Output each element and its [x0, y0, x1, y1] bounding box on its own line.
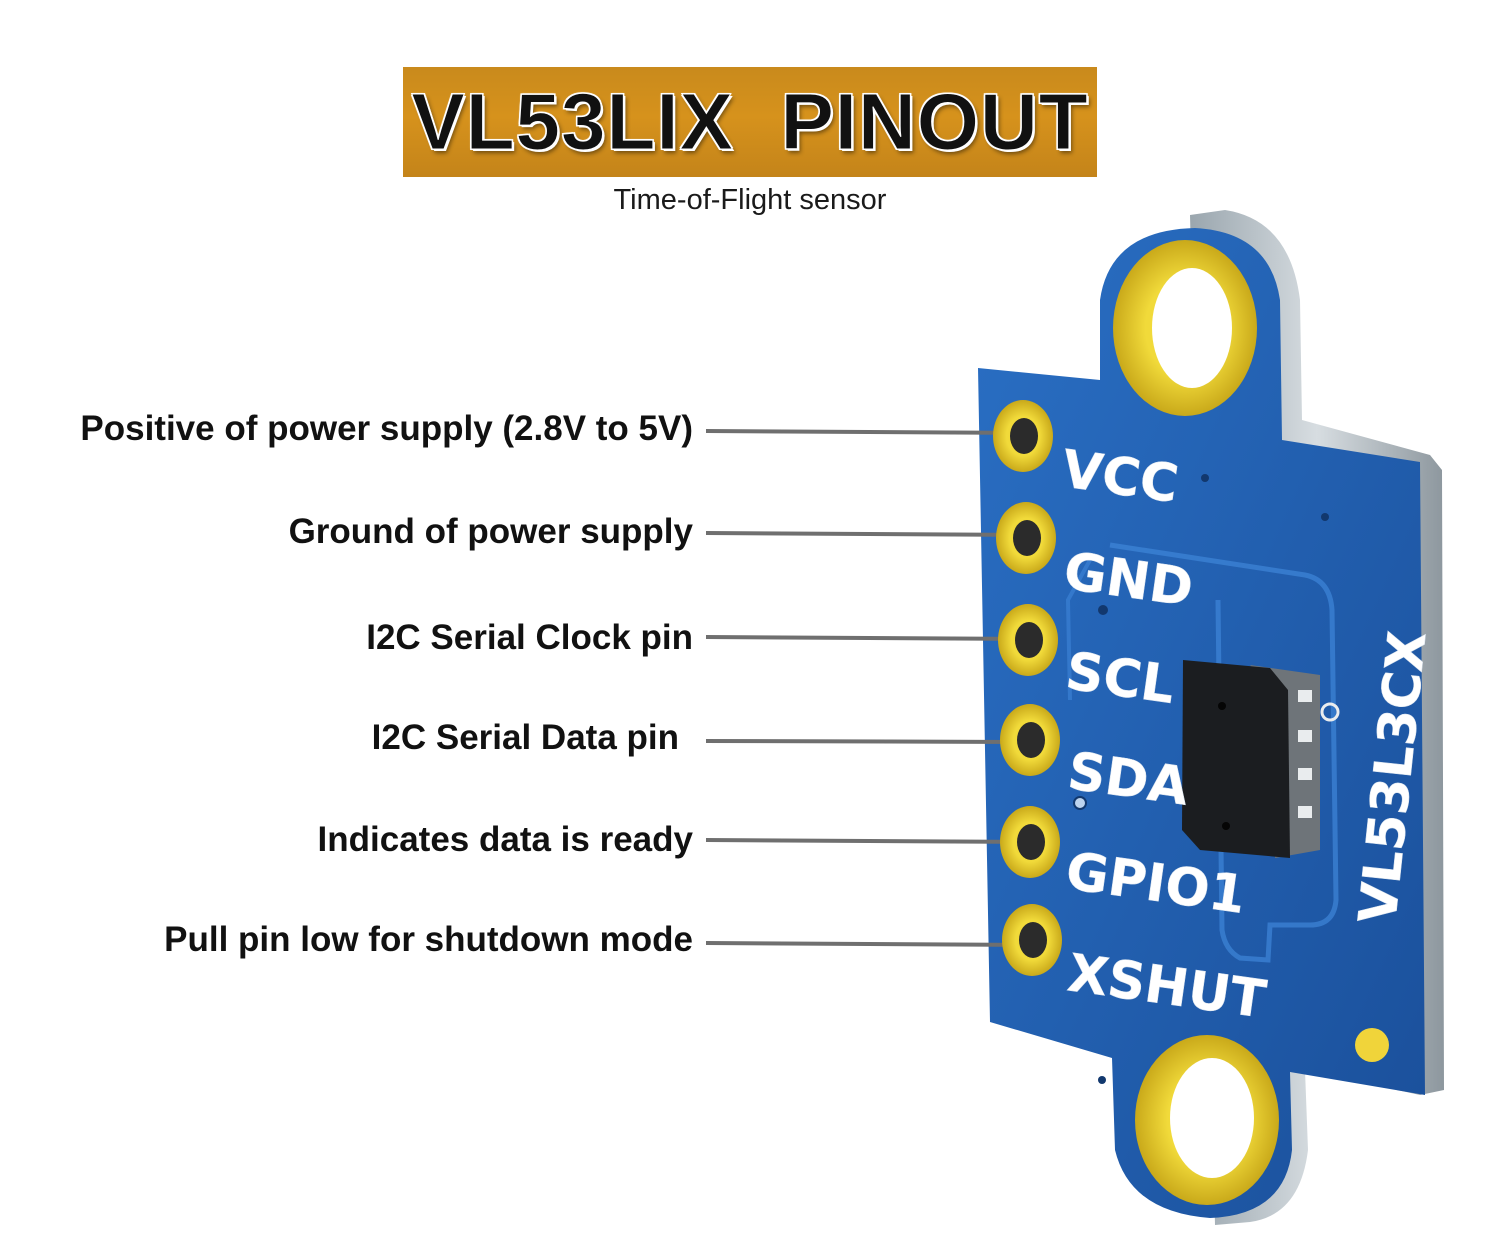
leader-line-scl [705, 635, 1036, 641]
silkscreen-scl: SCL [1062, 641, 1178, 716]
mounting-hole-bottom [1135, 1035, 1279, 1205]
leader-line-sda [705, 739, 1036, 744]
pin-pads [993, 400, 1062, 976]
pin-pad-gnd [996, 502, 1056, 574]
pin-pad-gpio1 [1000, 806, 1060, 878]
leader-line-vcc [705, 429, 1036, 435]
title-banner: VL53LIX PINOUT [403, 67, 1097, 177]
mounting-hole-top [1113, 240, 1257, 416]
silkscreen-vcc: VCC [1058, 439, 1182, 515]
small-pad [1355, 1028, 1389, 1062]
pin-description-sda: I2C Serial Data pin [371, 718, 679, 757]
subtitle: Time-of-Flight sensor [613, 184, 887, 216]
pin-pad-vcc [993, 400, 1053, 472]
leader-line-gpio1 [705, 838, 1036, 844]
leader-line-gnd [705, 531, 1036, 537]
pin-description-xshut: Pull pin low for shutdown mode [164, 920, 693, 959]
leader-line-xshut [705, 941, 1036, 947]
pin-description-vcc: Positive of power supply (2.8V to 5V) [80, 409, 693, 448]
pin-pad-sda [1000, 704, 1060, 776]
sensor-chip [1182, 660, 1340, 858]
page-title: VL53LIX PINOUT [411, 77, 1089, 167]
pin-description-gnd: Ground of power supply [288, 512, 693, 551]
pin-pad-scl [998, 604, 1058, 676]
pin-pad-xshut [1002, 904, 1062, 976]
pin-description-scl: I2C Serial Clock pin [366, 618, 693, 657]
leader-lines [705, 429, 1036, 947]
pin-description-gpio1: Indicates data is ready [317, 820, 693, 859]
